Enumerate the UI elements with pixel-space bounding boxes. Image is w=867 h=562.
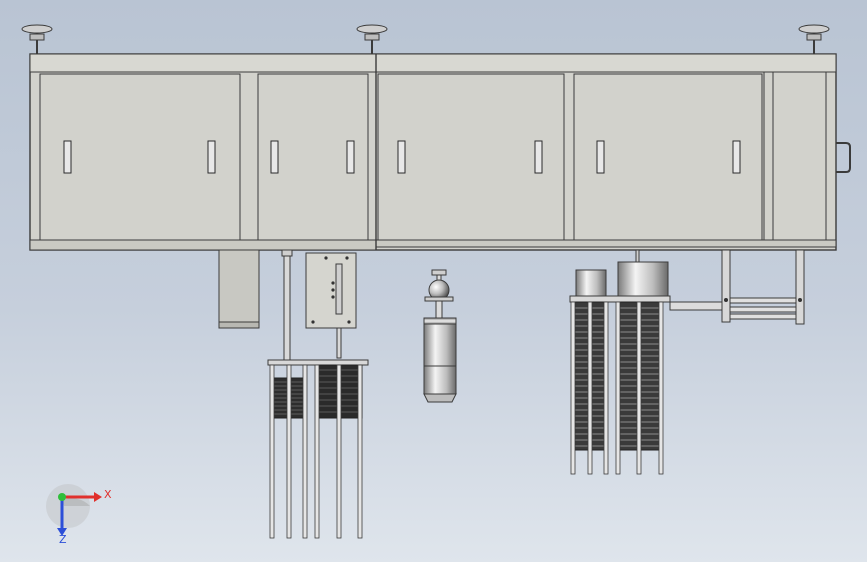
cup-stacker-right — [569, 249, 671, 475]
x-axis-label: X — [104, 488, 112, 501]
control-panel — [281, 249, 357, 361]
center-dispenser — [423, 269, 457, 403]
linear-actuator — [669, 249, 805, 325]
rod-stacker-left — [267, 359, 369, 539]
handwheel-right — [798, 24, 830, 54]
end-handle — [836, 142, 851, 173]
z-axis-arrow — [57, 497, 67, 536]
z-axis-label: Z — [59, 533, 67, 546]
x-axis-arrow — [62, 492, 102, 502]
cabinet-door-4 — [573, 73, 763, 241]
cabinet-door-2 — [257, 73, 369, 241]
handwheel-left — [21, 24, 53, 54]
cabinet-door-1 — [39, 73, 241, 241]
handwheel-center — [356, 24, 388, 54]
lower-housing — [218, 249, 260, 329]
cabinet-door-3 — [377, 73, 565, 241]
y-axis-marker — [58, 493, 66, 501]
